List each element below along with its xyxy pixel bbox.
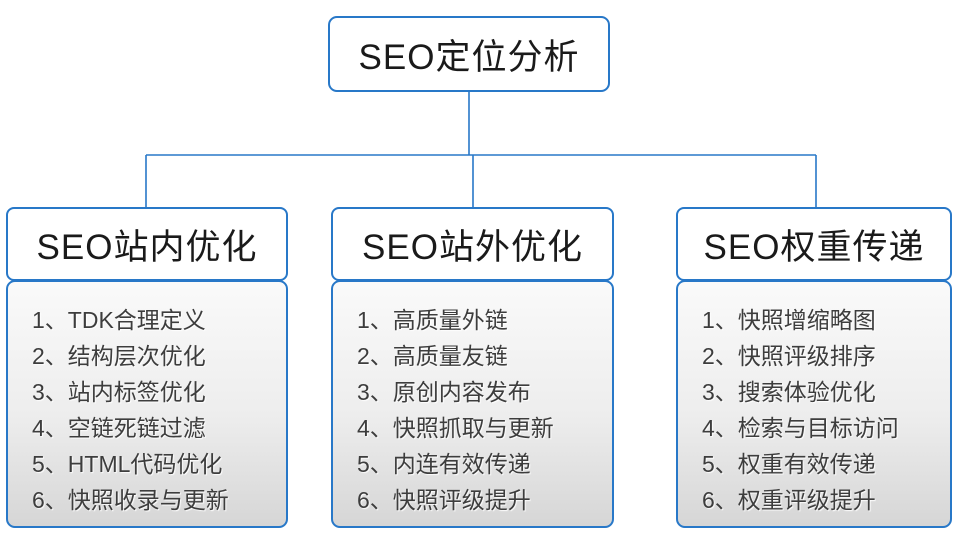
root-node-title: SEO定位分析 — [358, 37, 580, 77]
list-item: 2、结构层次优化 — [32, 343, 206, 369]
list-item: 4、检索与目标访问 — [702, 415, 899, 441]
root-node: SEO定位分析 — [328, 16, 610, 92]
list-item: 1、TDK合理定义 — [32, 307, 206, 333]
list-item: 6、快照收录与更新 — [32, 487, 229, 513]
list-item: 4、空链死链过滤 — [32, 415, 206, 441]
list-item: 5、权重有效传递 — [702, 451, 876, 477]
list-item: 2、高质量友链 — [357, 343, 508, 369]
list-item: 6、快照评级提升 — [357, 487, 531, 513]
branch-header-weight: SEO权重传递 — [676, 207, 952, 281]
list-item: 2、快照评级排序 — [702, 343, 876, 369]
branch-list-weight: 1、快照增缩略图 2、快照评级排序 3、搜索体验优化 4、检索与目标访问 5、权… — [676, 280, 952, 528]
branch-list-offsite: 1、高质量外链 2、高质量友链 3、原创内容发布 4、快照抓取与更新 5、内连有… — [331, 280, 614, 528]
list-item: 6、权重评级提升 — [702, 487, 876, 513]
branch-weight-transfer: SEO权重传递 1、快照增缩略图 2、快照评级排序 3、搜索体验优化 4、检索与… — [676, 207, 952, 528]
list-item: 1、高质量外链 — [357, 307, 508, 333]
list-item: 5、HTML代码优化 — [32, 451, 223, 477]
branch-title: SEO站外优化 — [362, 227, 583, 267]
branch-list-onsite: 1、TDK合理定义 2、结构层次优化 3、站内标签优化 4、空链死链过滤 5、H… — [6, 280, 288, 528]
list-item: 1、快照增缩略图 — [702, 307, 876, 333]
branch-header-onsite: SEO站内优化 — [6, 207, 288, 281]
list-item: 3、站内标签优化 — [32, 379, 206, 405]
list-item: 4、快照抓取与更新 — [357, 415, 554, 441]
branch-title: SEO站内优化 — [36, 227, 258, 267]
list-item: 3、搜索体验优化 — [702, 379, 876, 405]
list-item: 3、原创内容发布 — [357, 379, 531, 405]
branch-title: SEO权重传递 — [703, 227, 925, 267]
branch-offsite-optimization: SEO站外优化 1、高质量外链 2、高质量友链 3、原创内容发布 4、快照抓取与… — [331, 207, 614, 528]
branch-header-offsite: SEO站外优化 — [331, 207, 614, 281]
branch-onsite-optimization: SEO站内优化 1、TDK合理定义 2、结构层次优化 3、站内标签优化 4、空链… — [6, 207, 288, 528]
list-item: 5、内连有效传递 — [357, 451, 531, 477]
